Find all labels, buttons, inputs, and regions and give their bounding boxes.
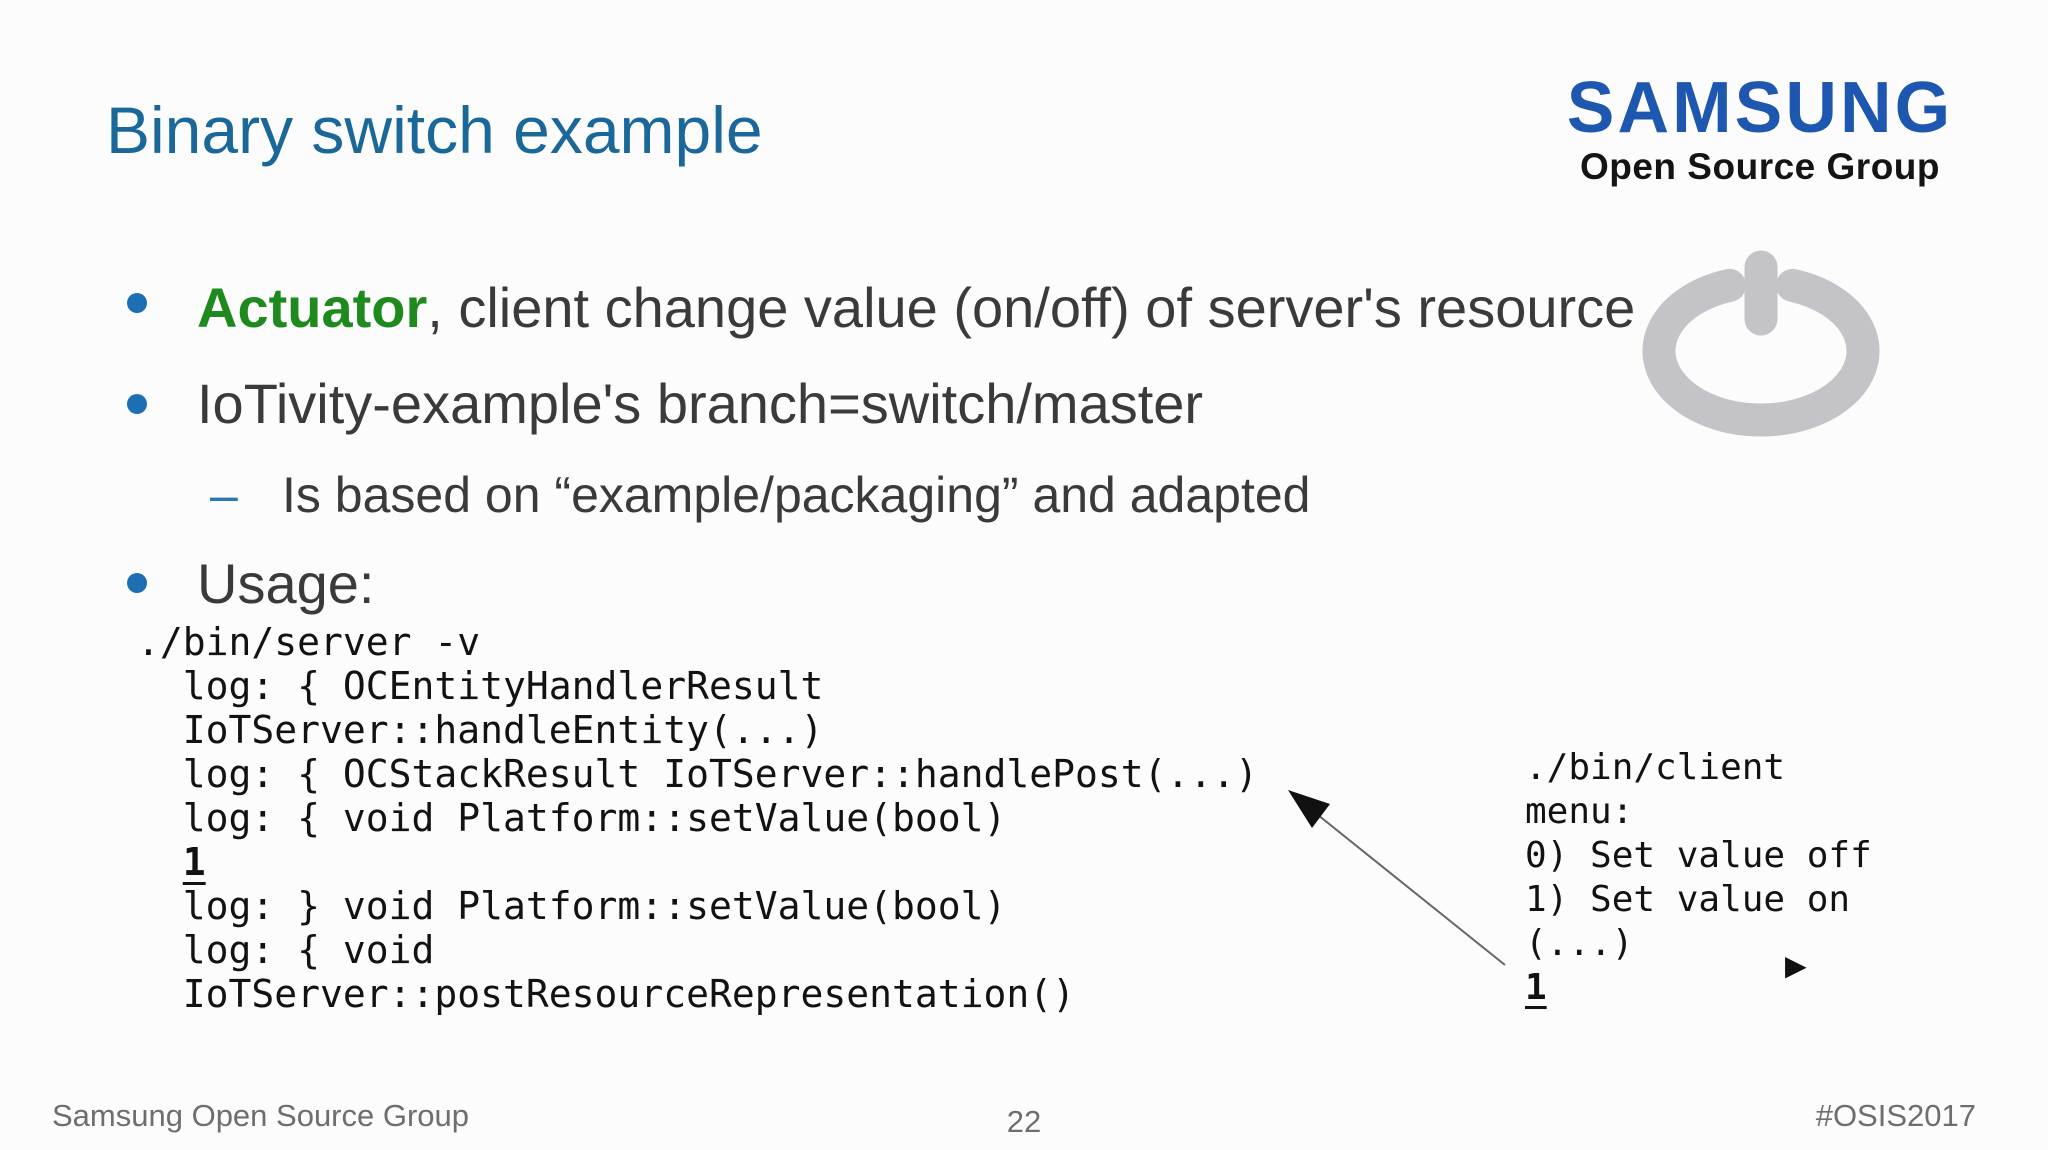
bullet-actuator: Actuator, client change value (on/off) o… bbox=[197, 276, 1635, 340]
sub-bullet-text: Is based on “example/packaging” and adap… bbox=[282, 467, 1311, 523]
code-line: IoTServer::postResourceRepresentation() bbox=[137, 972, 1075, 1016]
code-line: 1) Set value on bbox=[1525, 879, 1851, 920]
logo-subtitle: Open Source Group bbox=[1579, 146, 1941, 187]
code-line: IoTServer::handleEntity(...) bbox=[137, 708, 824, 752]
bullet-text: , client change value (on/off) of server… bbox=[427, 276, 1636, 339]
code-line: log: } void Platform::setValue(bool) bbox=[137, 884, 1007, 928]
code-line: 0) Set value off bbox=[1525, 835, 1872, 876]
code-line: (...) bbox=[1525, 923, 1634, 964]
code-line: menu: bbox=[1525, 791, 1634, 832]
bullet-highlight: Actuator bbox=[197, 276, 428, 339]
code-line: log: { OCEntityHandlerResult bbox=[137, 664, 824, 708]
footer-hashtag: #OSIS2017 bbox=[1815, 1098, 1976, 1133]
footer-left: Samsung Open Source Group bbox=[52, 1098, 470, 1133]
code-line: log: { void Platform::setValue(bool) bbox=[137, 796, 1007, 840]
bullet-usage: Usage: bbox=[197, 552, 375, 615]
page-number: 22 bbox=[1006, 1104, 1042, 1139]
power-icon bbox=[1642, 250, 1880, 437]
bullet-dot bbox=[127, 293, 147, 313]
sub-bullet-dash-icon: – bbox=[210, 467, 238, 523]
page-title: Binary switch example bbox=[106, 93, 763, 167]
samsung-wordmark: SAMSUNG bbox=[1566, 66, 1954, 148]
client-log-block: ./bin/client menu: 0) Set value off 1) S… bbox=[1525, 746, 1872, 1010]
code-line: log: { OCStackResult IoTServer::handlePo… bbox=[137, 752, 1259, 796]
code-line: ./bin/server -v bbox=[137, 620, 481, 664]
prompt-arrow-icon: ► bbox=[1778, 945, 1814, 986]
server-log-block: ./bin/server -v log: { OCEntityHandlerRe… bbox=[137, 620, 1258, 1016]
code-line: log: { void bbox=[137, 928, 435, 972]
bullet-dot bbox=[127, 573, 147, 593]
server-input-line: 1 bbox=[137, 840, 1258, 884]
server-input-value: 1 bbox=[182, 840, 206, 884]
bullet-branch: IoTivity-example's branch=switch/master bbox=[197, 372, 1204, 435]
samsung-logo: SAMSUNG Open Source Group bbox=[1560, 71, 1960, 188]
bullet-dot bbox=[127, 394, 147, 414]
code-line: ./bin/client bbox=[1525, 747, 1786, 788]
client-input-line: 1 bbox=[1525, 966, 1872, 1010]
client-input-value: 1 bbox=[1525, 967, 1547, 1008]
callout-arrow-icon bbox=[1288, 790, 1506, 966]
